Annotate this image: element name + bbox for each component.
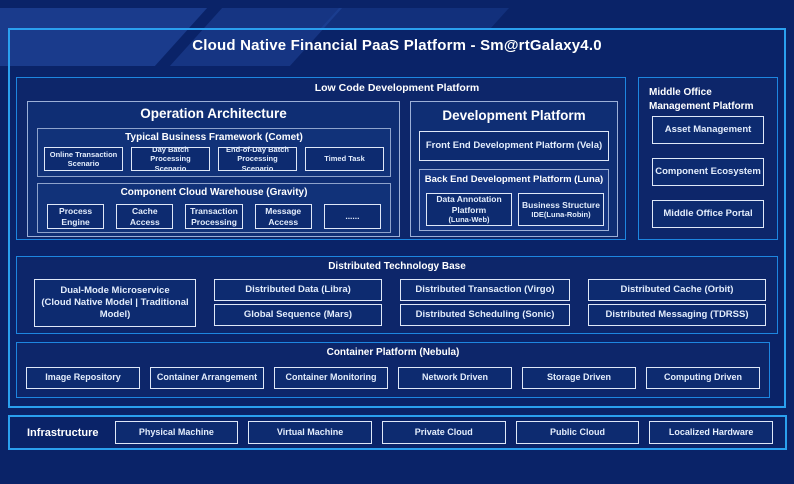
node-label: Dual-Mode Microservice [60,285,170,297]
container-platform-row: Image Repository Container Arrangement C… [17,367,769,389]
node-distributed-messaging: Distributed Messaging (TDRSS) [588,304,766,326]
distributed-column: Distributed Transaction (Virgo) Distribu… [400,279,570,327]
node-asset-management: Asset Management [652,116,764,144]
component-cloud-warehouse-box: Component Cloud Warehouse (Gravity) Proc… [37,183,391,233]
node-middle-office-portal: Middle Office Portal [652,200,764,228]
node-ellipsis: ...... [323,204,382,229]
node-physical-machine: Physical Machine [114,421,239,444]
operation-architecture-box: Operation Architecture Typical Business … [27,101,400,237]
node-online-transaction-scenario: Online Transaction Scenario [44,147,123,171]
node-transaction-processing: Transaction Processing [185,204,243,229]
decorative-stripe [320,8,510,28]
node-data-annotation-platform: Data Annotation Platform (Luna-Web) [426,193,512,226]
node-label: Data Annotation Platform [436,194,502,215]
back-end-development-platform-box: Back End Development Platform (Luna) Dat… [419,169,609,231]
component-cloud-warehouse-title: Component Cloud Warehouse (Gravity) [120,187,308,198]
development-platform-box: Development Platform Front End Developme… [410,101,618,237]
low-code-platform-title: Low Code Development Platform [314,82,480,94]
node-component-ecosystem: Component Ecosystem [652,158,764,186]
node-image-repository: Image Repository [26,367,140,389]
node-container-monitoring: Container Monitoring [274,367,388,389]
section-low-code-development-platform: Operation Architecture Typical Business … [16,77,626,240]
node-private-cloud: Private Cloud [381,421,506,444]
section-container-platform: Container Platform (Nebula) Image Reposi… [16,342,770,398]
node-end-of-day-batch-processing-scenario: End-of-Day Batch Processing Scenario [218,145,297,173]
node-distributed-cache: Distributed Cache (Orbit) [588,279,766,301]
distributed-column: Distributed Data (Libra) Global Sequence… [214,279,382,327]
page-title: Cloud Native Financial PaaS Platform - S… [192,37,602,54]
section-distributed-technology-base: Distributed Technology Base Dual-Mode Mi… [16,256,778,334]
node-computing-driven: Computing Driven [646,367,760,389]
node-distributed-transaction: Distributed Transaction (Virgo) [400,279,570,301]
container-platform-title: Container Platform (Nebula) [326,347,460,358]
node-public-cloud: Public Cloud [515,421,640,444]
node-timed-task: Timed Task [305,147,384,171]
node-localized-hardware: Localized Hardware [649,421,773,444]
node-sublabel: IDE(Luna-Robin) [531,210,591,220]
node-storage-driven: Storage Driven [522,367,636,389]
development-platform-title: Development Platform [442,108,586,123]
node-distributed-data: Distributed Data (Libra) [214,279,382,301]
typical-business-framework-box: Typical Business Framework (Comet) Onlin… [37,128,391,177]
node-message-access: Message Access [254,204,312,229]
distributed-column: Distributed Cache (Orbit) Distributed Me… [588,279,766,327]
section-infrastructure: Infrastructure Physical Machine Virtual … [8,415,787,450]
node-global-sequence: Global Sequence (Mars) [214,304,382,326]
infrastructure-row: Physical Machine Virtual Machine Private… [114,421,773,444]
back-end-development-platform-title: Back End Development Platform (Luna) [424,174,604,185]
node-detail: (Cloud Native Model | Traditional Model) [41,297,189,320]
node-label: Business Structure [522,199,600,210]
distributed-technology-base-title: Distributed Technology Base [328,261,466,272]
node-business-structure-ide: Business Structure IDE(Luna-Robin) [518,193,604,226]
infrastructure-label: Infrastructure [27,426,99,439]
platform-frame: Cloud Native Financial PaaS Platform - S… [8,28,786,408]
node-distributed-scheduling: Distributed Scheduling (Sonic) [400,304,570,326]
node-process-engine: Process Engine [47,204,105,229]
typical-business-row: Online Transaction Scenario Day Batch Pr… [38,145,390,173]
component-cloud-row: Process Engine Cache Access Transaction … [38,204,390,229]
operation-architecture-title: Operation Architecture [140,106,287,121]
node-cache-access: Cache Access [116,204,174,229]
node-virtual-machine: Virtual Machine [248,421,372,444]
middle-office-title: Middle Office Management Platform [649,87,754,112]
back-end-row: Data Annotation Platform (Luna-Web) Busi… [426,193,604,226]
node-container-arrangement: Container Arrangement [150,367,264,389]
node-dual-mode-microservice: Dual-Mode Microservice (Cloud Native Mod… [34,279,196,327]
node-network-driven: Network Driven [398,367,512,389]
typical-business-framework-title: Typical Business Framework (Comet) [125,132,303,143]
node-sublabel: (Luna-Web) [448,215,490,225]
section-middle-office-management-platform: Middle Office Management Platform Asset … [638,77,778,240]
distributed-row: Dual-Mode Microservice (Cloud Native Mod… [34,279,767,327]
node-front-end-development-platform: Front End Development Platform (Vela) [419,131,609,161]
node-day-batch-processing-scenario: Day Batch Processing Scenario [131,145,210,173]
